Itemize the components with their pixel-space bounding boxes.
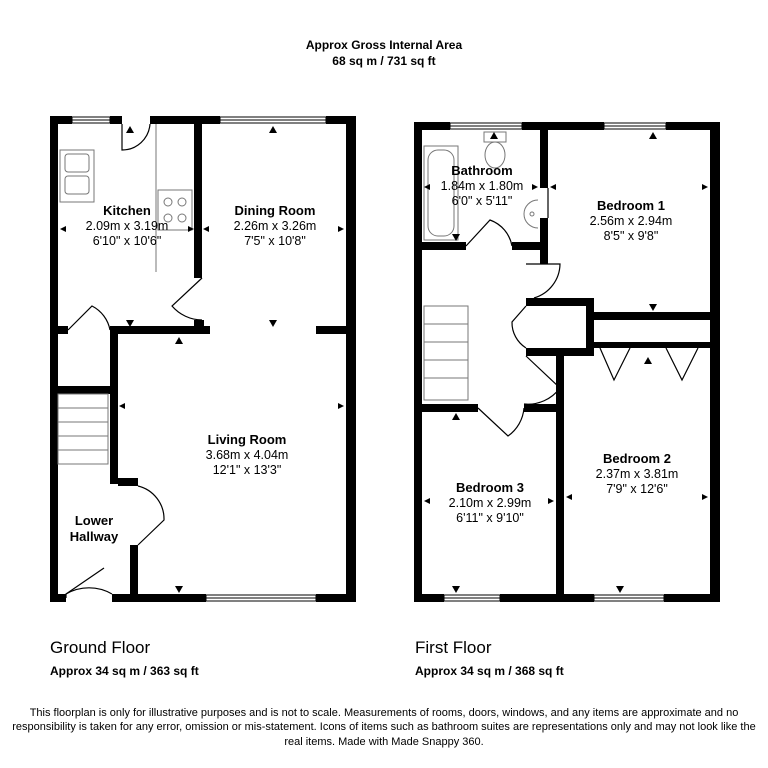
first-floor-area: Approx 34 sq m / 368 sq ft	[415, 664, 564, 678]
room-name: Dining Room	[234, 203, 316, 218]
room-dim-metric: 3.68m x 4.04m	[205, 447, 289, 462]
room-label-bedroom-3: Bedroom 3 2.10m x 2.99m 6'11" x 9'10"	[415, 480, 565, 526]
room-dim-metric: 2.10m x 2.99m	[448, 495, 532, 510]
ground-floor-title: Ground Floor	[50, 638, 151, 657]
gross-area-title: Approx Gross Internal Area	[305, 38, 463, 52]
room-name: Bathroom	[451, 163, 513, 178]
room-name: Kitchen	[103, 203, 151, 218]
room-label-bathroom: Bathroom 1.84m x 1.80m 6'0" x 5'11"	[420, 163, 544, 209]
bathroom-fixtures	[423, 131, 539, 241]
room-dim-metric: 1.84m x 1.80m	[440, 178, 524, 193]
room-name: Living Room	[207, 432, 287, 447]
room-name-line1: Lower	[74, 513, 114, 528]
first-floor-stairs	[423, 305, 469, 401]
room-dim-metric: 2.09m x 3.19m	[85, 218, 169, 233]
disclaimer-text: This floorplan is only for illustrative …	[12, 707, 756, 748]
first-floor-windows	[443, 122, 667, 602]
ground-floor-stairs	[57, 393, 109, 465]
first-floor-dimension-markers	[424, 132, 708, 593]
ground-floor-dimension-markers	[60, 126, 344, 593]
ground-floor-windows	[71, 116, 327, 602]
gross-area-header: Approx Gross Internal Area 68 sq m / 731…	[234, 38, 534, 69]
room-label-lower-hallway: Lower Hallway	[58, 513, 130, 544]
room-dim-imperial: 7'9" x 12'6"	[606, 481, 668, 496]
room-dim-metric: 2.26m x 3.26m	[233, 218, 317, 233]
room-dim-imperial: 12'1" x 13'3"	[212, 462, 282, 477]
room-name: Bedroom 3	[456, 480, 524, 495]
ground-floor-area: Approx 34 sq m / 363 sq ft	[50, 664, 199, 678]
room-dim-imperial: 6'10" x 10'6"	[92, 233, 162, 248]
room-label-bedroom-2: Bedroom 2 2.37m x 3.81m 7'9" x 12'6"	[562, 451, 712, 497]
ground-floor-plan	[50, 116, 356, 602]
ground-floor-doors	[65, 123, 203, 598]
first-floor-walls	[414, 122, 720, 602]
ground-floor-walls	[50, 116, 356, 602]
room-dim-imperial: 8'5" x 9'8"	[603, 228, 659, 243]
room-dim-imperial: 7'5" x 10'8"	[244, 233, 306, 248]
room-label-living-room: Living Room 3.68m x 4.04m 12'1" x 13'3"	[172, 432, 322, 478]
room-dim-metric: 2.56m x 2.94m	[589, 213, 673, 228]
room-label-dining-room: Dining Room 2.26m x 3.26m 7'5" x 10'8"	[200, 203, 350, 249]
room-label-kitchen: Kitchen 2.09m x 3.19m 6'10" x 10'6"	[52, 203, 202, 249]
first-floor-title: First Floor	[415, 638, 492, 657]
first-floor-plan	[414, 122, 720, 602]
room-dim-imperial: 6'0" x 5'11"	[451, 193, 513, 208]
kitchen-fixtures	[59, 124, 193, 272]
room-name: Bedroom 2	[603, 451, 671, 466]
room-label-bedroom-1: Bedroom 1 2.56m x 2.94m 8'5" x 9'8"	[556, 198, 706, 244]
room-name-line2: Hallway	[69, 528, 119, 544]
gross-area-value: 68 sq m / 731 sq ft	[332, 53, 436, 68]
first-floor-doors	[465, 188, 699, 437]
room-name: Bedroom 1	[597, 198, 665, 213]
room-dim-imperial: 6'11" x 9'10"	[456, 510, 524, 525]
room-dim-metric: 2.37m x 3.81m	[595, 466, 679, 481]
